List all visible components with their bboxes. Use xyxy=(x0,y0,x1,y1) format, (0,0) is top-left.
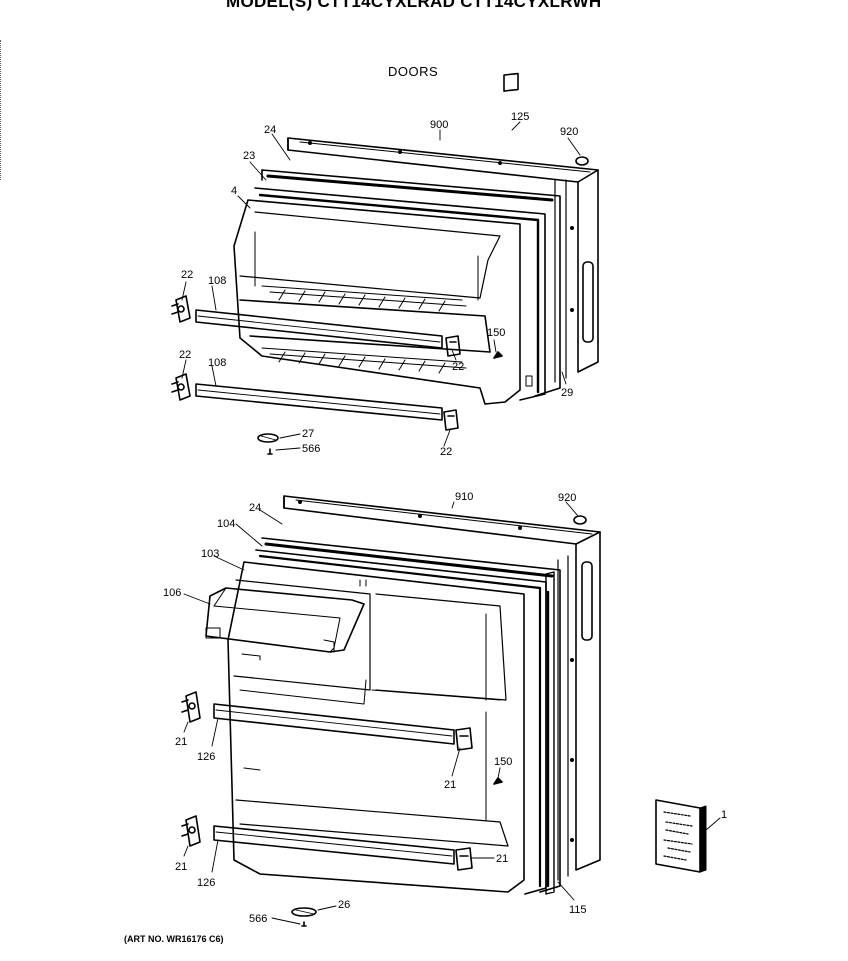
part-24-gasket-lower xyxy=(261,537,561,893)
callout-920-bottom: 920 xyxy=(558,492,576,504)
callout-900: 900 xyxy=(430,119,448,131)
part-104-liner-frame xyxy=(255,549,547,895)
fresh-food-door-assembly xyxy=(181,495,601,927)
part-27-hinge-cover xyxy=(257,433,279,443)
part-125-cam xyxy=(503,72,519,92)
callout-125: 125 xyxy=(511,111,529,123)
callout-26: 26 xyxy=(338,899,350,911)
callout-24-top: 24 xyxy=(264,124,276,136)
callout-910: 910 xyxy=(455,491,473,503)
callout-29: 29 xyxy=(561,387,573,399)
part-900-door-panel xyxy=(287,137,599,383)
part-106-dairy-door xyxy=(205,587,365,653)
callout-21-left-upper: 21 xyxy=(175,736,187,748)
callout-21-right-upper: 21 xyxy=(444,779,456,791)
part-566-screw-bottom xyxy=(301,921,307,927)
part-910-door-panel xyxy=(283,495,601,881)
callout-126-upper: 126 xyxy=(197,751,215,763)
part-108-shelf-bar-lower xyxy=(195,383,443,421)
callout-115: 115 xyxy=(569,904,587,916)
callout-150-bottom: 150 xyxy=(494,756,512,768)
header: MODEL(S) CTT14CYXLRAD CTT14CYXLRWH xyxy=(0,0,848,22)
part-126-shelf-bar-upper xyxy=(213,703,455,745)
callout-104: 104 xyxy=(217,518,235,530)
margin-marks xyxy=(0,40,4,180)
callout-labels: 900 125 920 24 23 4 22 108 150 22 22 108… xyxy=(163,111,727,925)
model-title: MODEL(S) CTT14CYXLRAD CTT14CYXLRWH xyxy=(226,0,602,11)
part-22-bar-end-left-upper xyxy=(171,295,191,323)
leader-lines-bottom xyxy=(183,501,721,925)
art-number: (ART NO. WR16176 C6) xyxy=(124,934,224,944)
part-26-hinge-cover xyxy=(291,907,317,917)
callout-106: 106 xyxy=(163,587,181,599)
part-1-use-care-manual xyxy=(655,799,707,873)
part-126-shelf-bar-lower xyxy=(213,825,455,865)
callout-920-top: 920 xyxy=(560,126,578,138)
part-4-door-liner xyxy=(233,199,521,405)
leader-lines-top xyxy=(181,121,581,451)
freezer-door-assembly xyxy=(171,72,599,455)
callout-21-right-lower: 21 xyxy=(496,853,508,865)
part-150-screw-top xyxy=(493,351,503,359)
part-22-bar-end-right-lower xyxy=(443,409,459,431)
part-21-bar-end-left-upper xyxy=(181,691,201,723)
part-108-shelf-bar-upper xyxy=(195,309,443,349)
callout-22-right-lower: 22 xyxy=(440,446,452,458)
part-21-bar-end-left-lower xyxy=(181,815,201,847)
callout-108-lower: 108 xyxy=(208,357,226,369)
callout-23: 23 xyxy=(243,150,255,162)
callout-1: 1 xyxy=(721,809,727,821)
callout-21-left-lower: 21 xyxy=(175,861,187,873)
callout-103: 103 xyxy=(201,548,219,560)
callout-566-top: 566 xyxy=(302,443,320,455)
part-566-screw-top xyxy=(267,448,273,455)
part-103-door-liner xyxy=(227,561,525,893)
part-21-bar-end-right-lower xyxy=(455,847,473,871)
part-920-plug-bottom xyxy=(573,515,587,525)
callout-150-top: 150 xyxy=(487,327,505,339)
callout-126-lower: 126 xyxy=(197,877,215,889)
callout-4: 4 xyxy=(231,185,237,197)
callout-22-right-upper: 22 xyxy=(452,361,464,373)
part-115-gasket-strip xyxy=(545,571,555,895)
part-23-liner-frame xyxy=(254,187,546,401)
callout-22-left-upper: 22 xyxy=(181,269,193,281)
part-150-screw-bottom xyxy=(493,777,503,785)
callout-27: 27 xyxy=(302,428,314,440)
part-21-bar-end-right-upper xyxy=(455,727,473,751)
callout-24-bottom: 24 xyxy=(249,502,261,514)
part-22-bar-end-left-lower xyxy=(171,373,191,401)
callout-108-upper: 108 xyxy=(208,275,226,287)
part-920-plug-top xyxy=(575,156,589,166)
callout-566-bottom: 566 xyxy=(249,913,267,925)
part-22-bar-end-right-upper xyxy=(445,335,461,357)
diagram-title: DOORS xyxy=(388,64,439,79)
callout-22-left-lower: 22 xyxy=(179,349,191,361)
